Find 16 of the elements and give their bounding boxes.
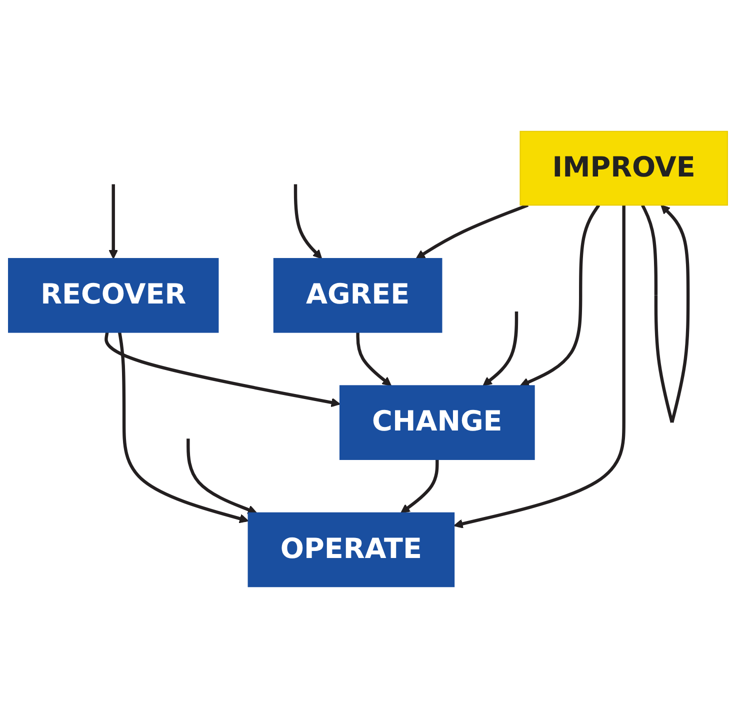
node-box: IMPROVE [520,130,728,206]
arrow [186,438,258,514]
arrow [108,184,118,259]
arrow [482,311,518,386]
arrow [356,332,392,386]
arrow [118,332,249,524]
node-box: CHANGE [339,385,535,460]
node-box: AGREE [273,258,442,333]
arrow [104,332,340,408]
arrow [294,184,322,259]
arrow [416,204,529,259]
arrow [400,459,439,514]
node-box: OPERATE [248,512,455,588]
arrow [520,204,600,387]
node-box: RECOVER [8,258,219,333]
arrow [454,205,626,528]
